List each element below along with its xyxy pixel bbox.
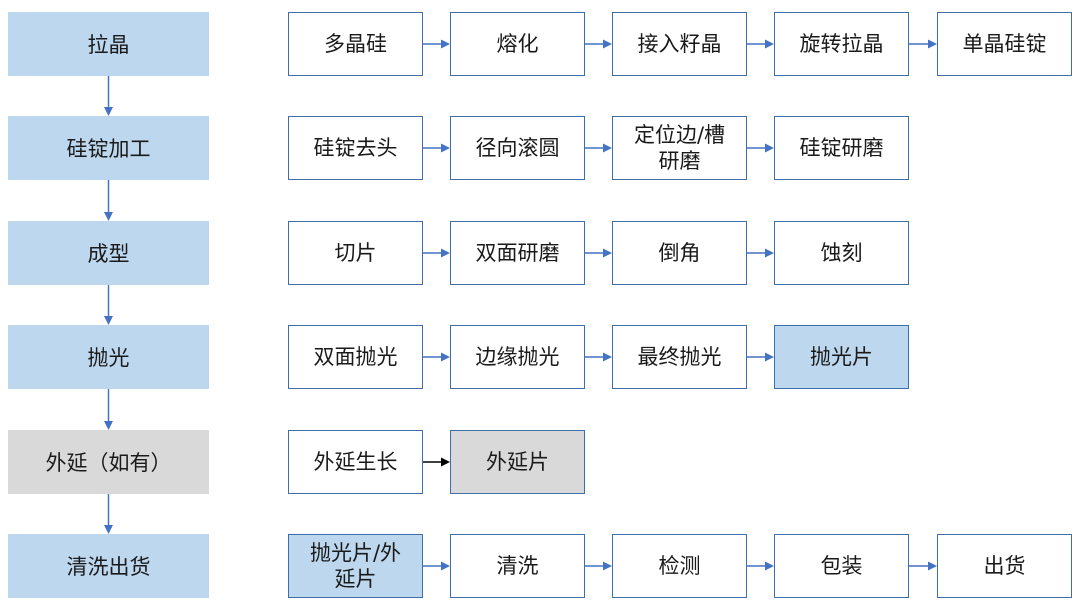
- step-arrow: [423, 248, 450, 258]
- step-arrow: [585, 143, 612, 153]
- step-box: 多晶硅: [288, 12, 423, 76]
- step-box: 外延片: [450, 430, 585, 494]
- step-box: 出货: [937, 534, 1072, 598]
- step-box: 检测: [612, 534, 747, 598]
- step-arrow: [423, 143, 450, 153]
- stage-box: 硅锭加工: [8, 116, 209, 180]
- step-arrow: [423, 561, 450, 571]
- step-arrow: [585, 39, 612, 49]
- stage-box: 成型: [8, 221, 209, 285]
- step-arrow: [747, 143, 774, 153]
- stage-box: 拉晶: [8, 12, 209, 76]
- step-arrow: [585, 248, 612, 258]
- step-arrow: [423, 352, 450, 362]
- step-box: 清洗: [450, 534, 585, 598]
- step-box: 倒角: [612, 221, 747, 285]
- step-arrow: [747, 248, 774, 258]
- step-box: 径向滚圆: [450, 116, 585, 180]
- step-arrow: [747, 352, 774, 362]
- stage-down-arrow: [104, 285, 113, 325]
- step-box: 最终抛光: [612, 325, 747, 389]
- step-box: 硅锭研磨: [774, 116, 909, 180]
- step-box: 双面研磨: [450, 221, 585, 285]
- step-arrow: [747, 39, 774, 49]
- step-box: 单晶硅锭: [937, 12, 1072, 76]
- step-box: 定位边/槽 研磨: [612, 116, 747, 180]
- step-box: 外延生长: [288, 430, 423, 494]
- stage-down-arrow: [104, 389, 113, 430]
- step-arrow: [909, 39, 937, 49]
- step-arrow: [585, 352, 612, 362]
- stage-down-arrow: [104, 76, 113, 116]
- stage-down-arrow: [104, 180, 113, 221]
- step-box: 抛光片: [774, 325, 909, 389]
- step-arrow: [423, 457, 450, 467]
- step-box: 抛光片/外 延片: [288, 534, 423, 598]
- stage-box: 清洗出货: [8, 534, 209, 598]
- stage-box: 抛光: [8, 325, 209, 389]
- step-box: 切片: [288, 221, 423, 285]
- stage-box: 外延（如有）: [8, 430, 209, 494]
- step-box: 边缘抛光: [450, 325, 585, 389]
- step-arrow: [747, 561, 774, 571]
- step-arrow: [585, 561, 612, 571]
- step-box: 硅锭去头: [288, 116, 423, 180]
- step-box: 旋转拉晶: [774, 12, 909, 76]
- step-box: 包装: [774, 534, 909, 598]
- step-box: 双面抛光: [288, 325, 423, 389]
- step-box: 蚀刻: [774, 221, 909, 285]
- step-box: 熔化: [450, 12, 585, 76]
- step-arrow: [423, 39, 450, 49]
- stage-down-arrow: [104, 494, 113, 534]
- step-box: 接入籽晶: [612, 12, 747, 76]
- step-arrow: [909, 561, 937, 571]
